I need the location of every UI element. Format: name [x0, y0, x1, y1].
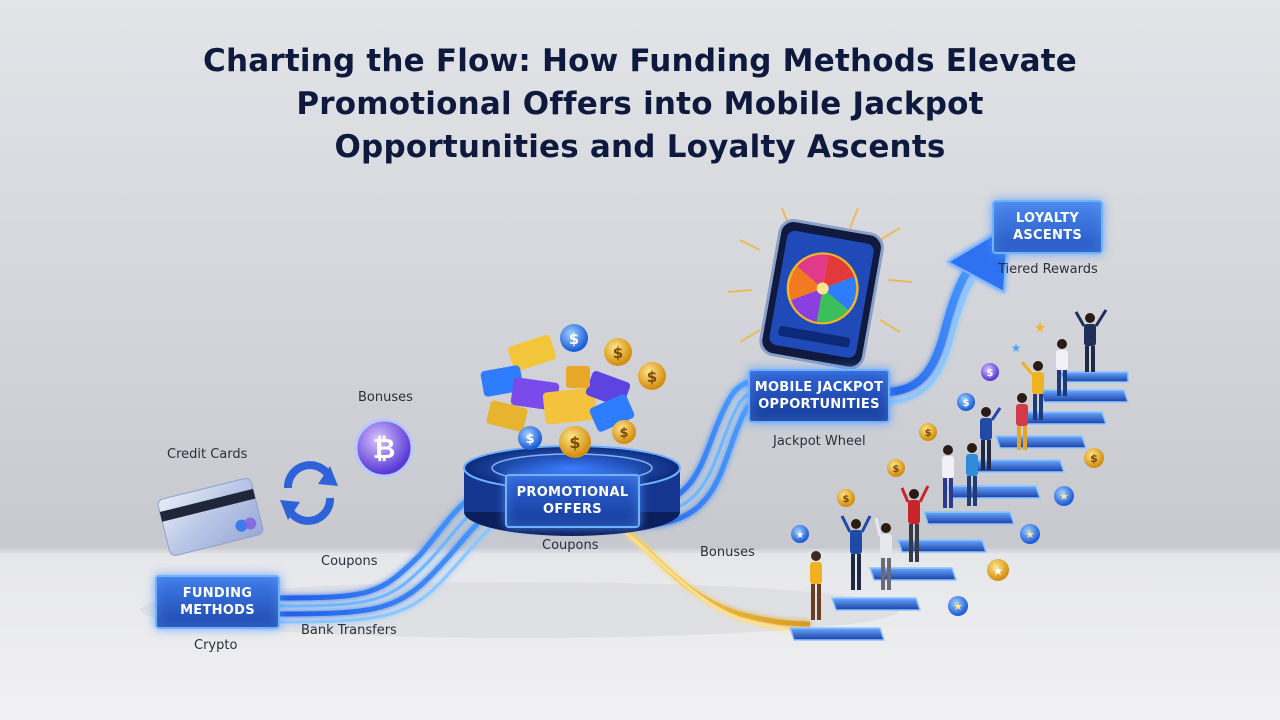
- funding-line-1: FUNDING: [182, 586, 253, 601]
- svg-text:$: $: [569, 330, 579, 348]
- svg-text:★: ★: [993, 564, 1004, 578]
- promotional-line-1: PROMOTIONAL: [516, 485, 629, 500]
- title-line-1: Charting the Flow: How Funding Methods E…: [203, 43, 1077, 79]
- credit-card-icon: [157, 477, 264, 556]
- svg-text:$: $: [987, 368, 994, 379]
- svg-text:$: $: [1090, 452, 1098, 465]
- svg-text:$: $: [525, 432, 534, 447]
- node-funding-methods: FUNDING METHODS: [155, 575, 280, 629]
- svg-text:$: $: [925, 428, 932, 439]
- people-on-stairs: [810, 309, 1108, 620]
- page-title: Charting the Flow: How Funding Methods E…: [0, 40, 1280, 169]
- promo-tickets-coins: $ $ $ $ $ $: [480, 324, 666, 458]
- svg-text:$: $: [569, 433, 580, 452]
- exchange-icon: [280, 461, 338, 525]
- phone-jackpot-wheel-icon: [727, 207, 913, 370]
- jackpot-line-2: OPPORTUNITIES: [758, 397, 880, 412]
- svg-text:$: $: [843, 494, 850, 505]
- svg-text:★: ★: [1059, 490, 1069, 503]
- svg-text:★: ★: [796, 530, 805, 541]
- promotional-line-2: OFFERS: [543, 502, 602, 517]
- jackpot-line-1: MOBILE JACKPOT: [754, 380, 884, 395]
- label-coupons-left: Coupons: [321, 554, 378, 569]
- bitcoin-icon: ₿: [354, 418, 414, 478]
- label-bonuses-center: Bonuses: [700, 545, 755, 560]
- svg-text:$: $: [647, 368, 657, 386]
- node-loyalty-ascents: LOYALTY ASCENTS: [992, 200, 1103, 254]
- svg-text:$: $: [619, 426, 628, 441]
- label-tiered-rewards: Tiered Rewards: [998, 262, 1098, 277]
- svg-text:★: ★: [1034, 320, 1047, 336]
- node-promotional-offers: PROMOTIONAL OFFERS: [505, 474, 640, 528]
- svg-text:★: ★: [953, 600, 963, 613]
- loyalty-line-1: LOYALTY: [1015, 211, 1080, 226]
- label-credit-cards: Credit Cards: [167, 447, 248, 462]
- svg-text:★: ★: [1011, 341, 1022, 355]
- label-coupons-center: Coupons: [542, 538, 599, 553]
- svg-text:★: ★: [1025, 528, 1035, 541]
- loyalty-staircase: [788, 371, 1130, 641]
- svg-text:$: $: [963, 398, 970, 409]
- loyalty-line-2: ASCENTS: [1012, 228, 1083, 243]
- label-bonuses-left: Bonuses: [358, 390, 413, 405]
- title-line-2: Promotional Offers into Mobile Jackpot: [296, 86, 984, 122]
- title-line-3: Opportunities and Loyalty Ascents: [334, 129, 946, 165]
- node-mobile-jackpot: MOBILE JACKPOT OPPORTUNITIES: [748, 369, 890, 423]
- funding-line-2: METHODS: [180, 603, 255, 618]
- label-bank-transfers: Bank Transfers: [301, 623, 397, 638]
- svg-text:$: $: [613, 344, 623, 362]
- svg-text:$: $: [893, 464, 900, 475]
- label-crypto: Crypto: [194, 638, 238, 653]
- reward-badges: $ $ $ $ $ $ ★ ★ ★ ★ ★ ★ ★: [791, 320, 1104, 616]
- label-jackpot-wheel: Jackpot Wheel: [773, 434, 866, 449]
- svg-text:₿: ₿: [373, 432, 396, 465]
